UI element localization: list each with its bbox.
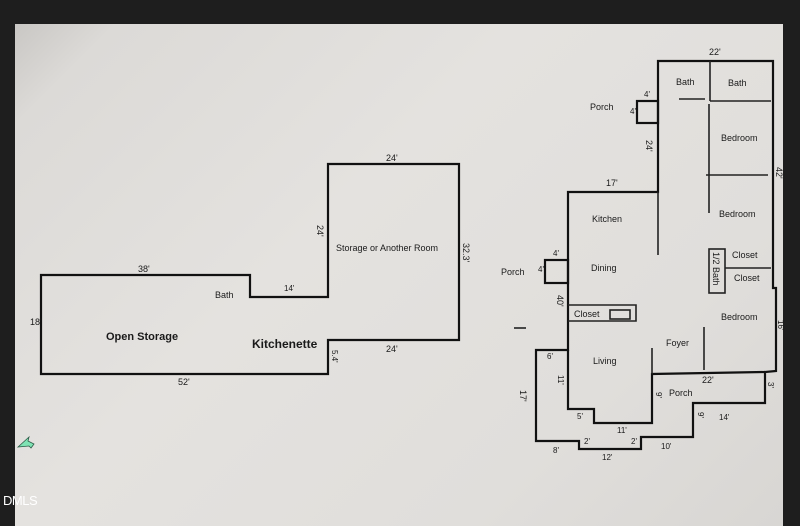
dim: 18' [30, 317, 42, 327]
room-living: Living [593, 356, 617, 366]
left-building-outline [39, 162, 461, 376]
dim: 40' [555, 295, 565, 307]
room-storage: Storage or Another Room [336, 243, 438, 253]
room-bath-1: Bath [676, 77, 695, 87]
dim: 24' [315, 225, 325, 237]
dim: 4' [538, 265, 544, 274]
dim: 3' [766, 382, 775, 388]
dim: 24' [644, 140, 654, 152]
dim: 11' [556, 375, 565, 385]
dim: 11' [617, 426, 627, 435]
room-bedroom-2: Bedroom [719, 209, 756, 219]
room-porch-top: Porch [590, 102, 614, 112]
room-bedroom-1: Bedroom [721, 133, 758, 143]
room-bath: Bath [215, 290, 234, 300]
dim: 16' [776, 320, 785, 331]
dim: 5' [577, 412, 583, 421]
dim: 17' [518, 390, 528, 402]
dim: 5.4' [330, 350, 339, 363]
compass-arrow-icon [16, 435, 35, 449]
dim: 32.3' [461, 243, 471, 263]
dim: 42' [774, 167, 784, 179]
dim: 9' [654, 392, 663, 398]
room-closet-1: Closet [732, 250, 758, 260]
dim: 52' [178, 377, 190, 387]
dim: 14' [719, 413, 730, 422]
dim: 10' [661, 442, 672, 451]
dim: 12' [602, 453, 613, 462]
dim: 4' [553, 249, 559, 258]
room-dining: Dining [591, 263, 617, 273]
dim: 24' [386, 153, 398, 163]
watermark: DMLS [3, 493, 38, 508]
porch-top-outline [635, 99, 660, 125]
dim: 8' [553, 446, 559, 455]
room-closet-2: Closet [734, 273, 760, 283]
room-bedroom-3: Bedroom [721, 312, 758, 322]
dim: 24' [386, 344, 398, 354]
dim: 22' [709, 47, 721, 57]
room-kitchen: Kitchen [592, 214, 622, 224]
dim: 17' [606, 178, 618, 188]
dim: 2' [631, 437, 637, 446]
dim: 38' [138, 264, 150, 274]
dim: 22' [702, 375, 714, 385]
room-bath-2: Bath [728, 78, 747, 88]
dim: 14' [284, 284, 295, 293]
dim: 6' [547, 352, 553, 361]
room-porch-front: Porch [669, 388, 693, 398]
dim: 2' [584, 437, 590, 446]
porch-left-outline [543, 258, 570, 285]
dim: 4' [630, 107, 636, 116]
dim: 4' [644, 90, 650, 99]
room-closet-hall: Closet [574, 309, 600, 319]
dim: 9' [696, 412, 705, 418]
room-porch-left: Porch [501, 267, 525, 277]
room-open-storage: Open Storage [106, 331, 178, 343]
room-foyer: Foyer [666, 338, 689, 348]
room-half-bath: 1/2 Bath [711, 252, 721, 286]
room-kitchenette: Kitchenette [252, 337, 318, 351]
